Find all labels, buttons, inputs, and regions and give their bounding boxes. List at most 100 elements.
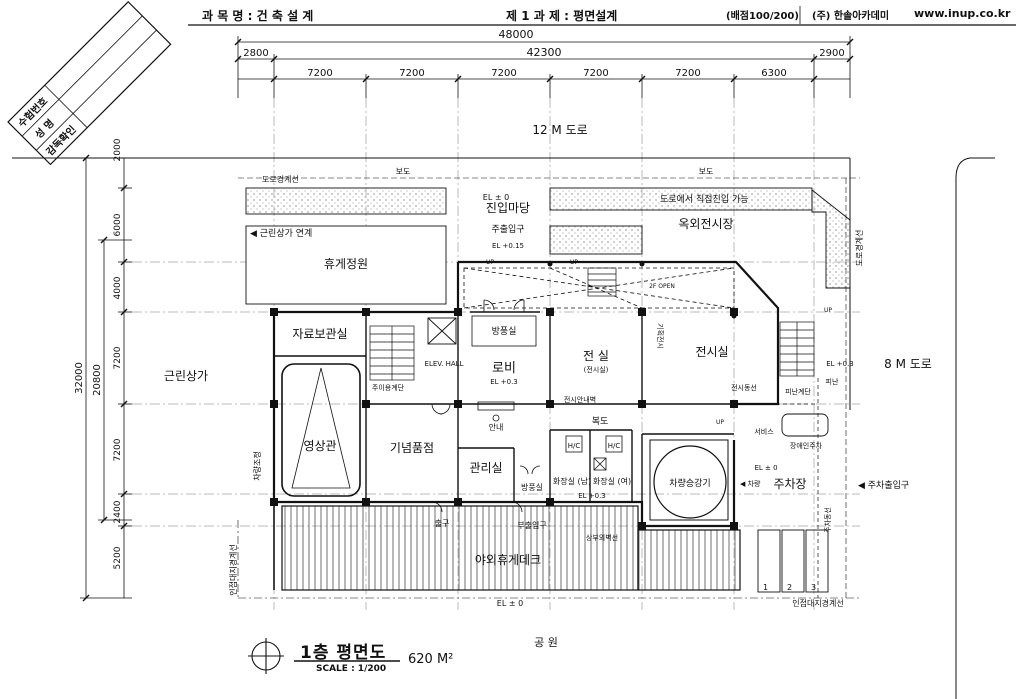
windbreak-label: 방풍실 (492, 326, 517, 337)
exam-stamp: 수험번호 성 명 감독확인 (7, 0, 172, 166)
outdoor-stair (587, 267, 617, 297)
hc-1-label: H/C (568, 442, 581, 450)
road-boundary-label: 도로경계선 (262, 174, 299, 184)
drawing-title-block: 1층 평면도 SCALE : 1/200 620 M² (250, 634, 510, 694)
top-dimension-lines (234, 36, 854, 98)
up-label-4: UP (824, 307, 832, 314)
cinema-label: 영상관 (303, 439, 336, 453)
axis-marker-1 (547, 261, 553, 267)
title-underline (294, 660, 400, 662)
floor-area: 620 M² (408, 652, 454, 667)
dim-left-seg-4: 7200 (113, 346, 123, 369)
drawing-title: 1층 평면도 (300, 643, 387, 663)
main-entrance-label: 주출입구 (491, 223, 524, 235)
exhibit-room-1-sub: (전시실) (584, 365, 609, 374)
planters (245, 187, 851, 305)
publisher-label: (주) 한솔아카데미 (812, 11, 890, 22)
parking-3: 3 (811, 583, 816, 592)
adjacent-boundary-left-label: 인접대지경계선 (228, 544, 238, 596)
road-12m-label: 12 M 도로 (532, 123, 587, 137)
archive-label: 자료보관실 (292, 327, 347, 341)
vehicle-boundary-label: 차량조정 (252, 451, 262, 480)
exhibit-room-2-label: 전시실 (695, 345, 728, 359)
dim-top-left-margin: 2800 (243, 48, 268, 59)
restroom-fixtures (565, 435, 623, 471)
vehicle-label: ◀ 차량 (740, 479, 761, 488)
elevator-hall-label: ELEV. HALL (425, 360, 464, 368)
lobby-label: 로비 (492, 361, 516, 376)
road-boundary-right-label: 도로경계선 (854, 230, 864, 267)
dim-left-seg-7: 5200 (113, 546, 123, 569)
lobby-el: EL +0.3 (490, 378, 518, 386)
neighbor-link-label: ◀ 근린상가 연계 (250, 227, 312, 239)
main-entrance-el: EL +0.15 (492, 242, 524, 250)
restroom-f-label: 화장실 (여) (593, 476, 631, 486)
hc-2-label: H/C (608, 442, 621, 450)
corridor-label: 복도 (592, 416, 609, 427)
exhibit-room-1-label: 전 실 (583, 349, 609, 363)
dim-top-total: 48000 (499, 28, 534, 41)
dim-bay-5: 7200 (675, 68, 700, 79)
dim-top-inner: 42300 (527, 46, 562, 59)
evac-stair (779, 321, 815, 377)
souvenir-shop-label: 기념품점 (390, 441, 434, 455)
adjacent-boundary-bottom-label: 인접대지경계선 (792, 598, 844, 608)
header-lines (188, 6, 1016, 26)
site-boundaries (12, 157, 995, 699)
direct-entry-note: 도로에서 직접진입 가능 (660, 193, 749, 205)
windbreak-doors (431, 299, 541, 513)
vehicle-entry-label: ◀ 주차출입구 (858, 479, 909, 491)
dim-left-seg-1: 2000 (113, 138, 123, 161)
exhibit-hall-label: 기획전시 (656, 323, 665, 349)
drawing-scale: SCALE : 1/200 (316, 664, 387, 674)
outdoor-exhibition-label: 옥외전시장 (678, 217, 733, 231)
parking-label: 주차장 (773, 477, 806, 491)
dim-left-seg-2: 6000 (113, 213, 123, 236)
neighbor-commercial-label: 근린상가 (164, 369, 208, 383)
axis-marker-3 (731, 313, 737, 319)
outdoor-deck-surface (281, 505, 639, 591)
management-label: 관리실 (469, 461, 502, 475)
evac-stair-label: 피난계단 (785, 387, 811, 396)
el-bottom-label: EL ± 0 (497, 599, 523, 608)
evac-el: EL +0.3 (826, 360, 854, 368)
road-8m-label: 8 M 도로 (884, 357, 932, 371)
outdoor-deck-extension (637, 529, 741, 591)
info-label: 안내 (489, 422, 504, 432)
elevator (427, 317, 457, 345)
dim-left-seg-5: 7200 (113, 438, 123, 461)
dim-bay-4: 7200 (583, 68, 608, 79)
dim-bay-1: 7200 (307, 68, 332, 79)
windbreak-2-label: 방풍실 (521, 482, 543, 492)
user-stair-label: 주이용계단 (372, 383, 405, 392)
subject-label: 과 목 명 : 건 축 설 계 (202, 9, 314, 23)
park-label: 공 원 (534, 636, 558, 649)
el-top-label: EL ± 0 (483, 193, 509, 202)
dim-bay-3: 7200 (491, 68, 516, 79)
rear-entrance-label: 부출입구 (517, 520, 546, 530)
website-label: www.inup.co.kr (914, 7, 1011, 20)
disabled-parking-label: 장애인주차 (790, 441, 823, 450)
parking-bays (757, 413, 829, 593)
dim-bay-2: 7200 (399, 68, 424, 79)
restroom-el: EL +0.3 (578, 492, 606, 500)
hatch-note-label: 주차동선 (823, 507, 832, 533)
up-label-1: UP (486, 259, 494, 266)
evac-label: 피난 (826, 377, 839, 386)
vehicle-lift-label: 차량승강기 (669, 477, 710, 489)
void-note: 2F OPEN (649, 283, 675, 290)
side-entrance-label: 출구 (435, 518, 450, 528)
exhibit-flow-label: 전시동선 (731, 383, 757, 392)
left-dimension-lines (80, 154, 132, 602)
rest-garden-label: 휴게정원 (324, 257, 368, 271)
deck-link-label: 상부외벽선 (586, 533, 618, 542)
restroom-m-label: 화장실 (남) (553, 476, 591, 486)
info-desk (477, 401, 515, 411)
title-header: 과 목 명 : 건 축 설 계 제 1 과 제 : 평면설계 (배점100/20… (188, 4, 1016, 26)
dim-left-total: 32000 (74, 362, 85, 394)
parking-flow (734, 378, 819, 598)
info-marker (492, 414, 500, 422)
service-label: 서비스 (754, 427, 774, 436)
parking-2: 2 (787, 583, 792, 592)
